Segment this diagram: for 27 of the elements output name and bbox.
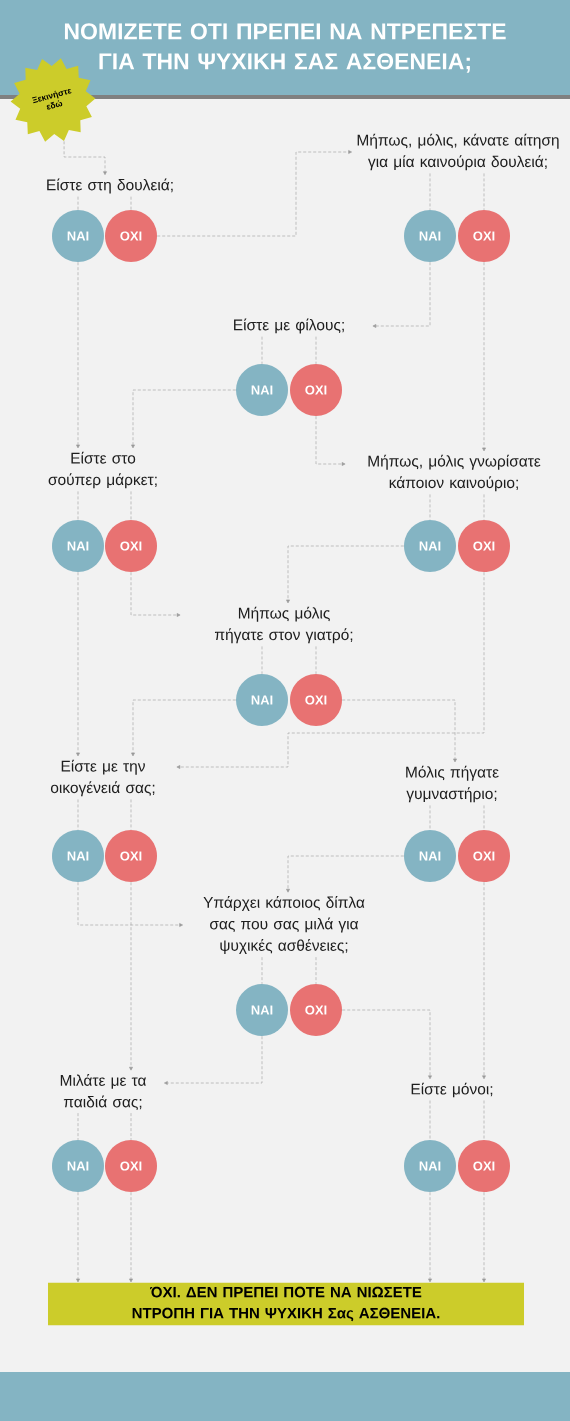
- question-text: Μήπως, μόλις, κάνατε αίτηση για μία καινούρια δουλειά;: [357, 133, 559, 171]
- question-text: Είστε με φίλους;: [234, 318, 344, 334]
- answer-box: ΌΧΙ. ΔΕΝ ΠΡΕΠΕΙ ΠΟΤΕ ΝΑ ΝΙΩΣΕΤΕ ΝΤΡΟΠΗ ΓΙΑ ΤΗΝ ΨΥΧΙΚΗ Σας ΑΣΘΕΝΕΙΑ.: [48, 1282, 524, 1326]
- arrow: [156, 150, 352, 237]
- question-text: Είστε στο σούπερ μάρκετ;: [48, 451, 157, 489]
- arrow: [131, 699, 237, 757]
- question-text: Είστε μόνοι;: [411, 1082, 493, 1098]
- question-text: Μήπως, μόλις γνωρίσατε κάποιον καινούριο;: [368, 454, 541, 492]
- arrow: [315, 415, 346, 466]
- question-text: Μιλάτε με τα παιδιά σας;: [60, 1074, 146, 1110]
- arrow: [164, 1035, 263, 1085]
- arrow: [176, 571, 485, 769]
- question-text: Υπάρχει κάποιος δίπλα σας που σας μιλά για ψυχικές ασθένειες;: [203, 896, 365, 954]
- arrow: [63, 141, 107, 175]
- arrow: [286, 545, 405, 604]
- arrow: [131, 389, 237, 449]
- question-text: Μήπως μόλις πήγατε στον γιατρό;: [214, 606, 353, 644]
- arrow: [286, 855, 405, 893]
- question-text: Είστε με την οικογένειά σας;: [50, 759, 155, 797]
- arrow: [372, 261, 431, 328]
- start-burst: Ξεκινήστε εδώ: [10, 58, 96, 142]
- arrow: [77, 881, 183, 927]
- question-text: Είστε στη δουλειά;: [47, 178, 173, 194]
- arrow: [341, 699, 457, 763]
- question-text: Μόλις πήγατε γυμναστήριο;: [406, 765, 499, 803]
- arrow: [341, 1009, 432, 1080]
- arrow: [130, 571, 181, 617]
